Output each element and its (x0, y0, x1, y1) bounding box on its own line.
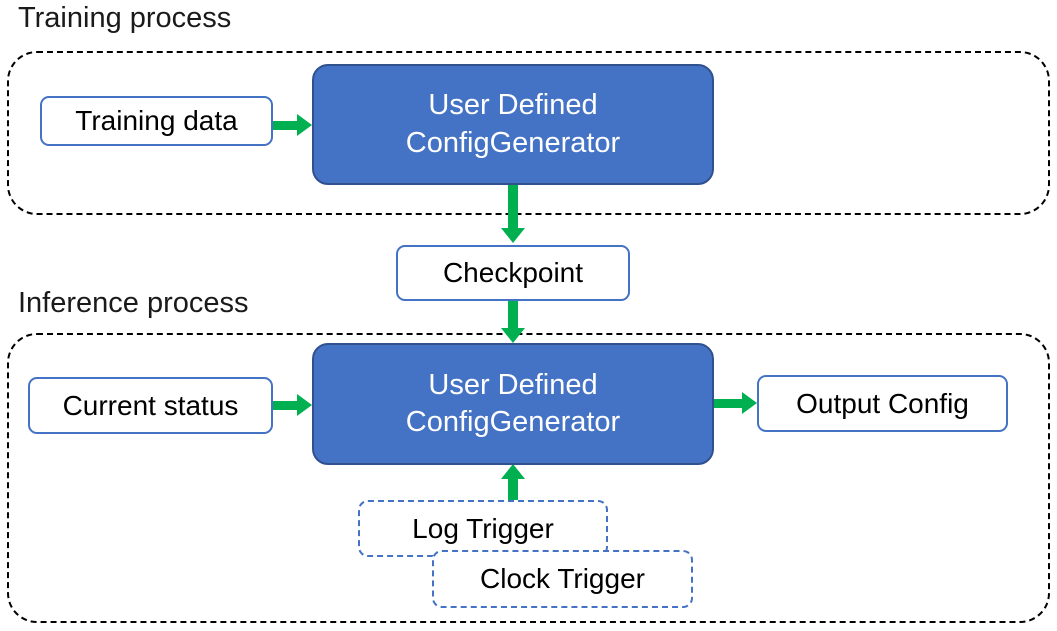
arrow-head (742, 392, 757, 414)
clock-trigger-label: Clock Trigger (480, 563, 645, 594)
training-process-label: Training process (18, 2, 232, 34)
arrow-shaft (273, 400, 297, 410)
arrow-head (501, 228, 525, 243)
arrow-right-icon (273, 114, 312, 136)
arrow-shaft (508, 301, 518, 328)
inference-process-container (7, 333, 1050, 623)
inference-gen-line2: ConfigGenerator (405, 406, 621, 438)
arrow-right-icon (714, 392, 757, 414)
inference-process-label: Inference process (18, 287, 249, 319)
log-trigger-box: Log Trigger (358, 500, 608, 557)
inference-config-generator-node: User Defined ConfigGenerator (312, 343, 714, 465)
arrow-down-icon (501, 301, 525, 343)
arrow-head (297, 114, 312, 136)
training-gen-line2: ConfigGenerator (405, 126, 621, 159)
output-config-box: Output Config (757, 375, 1008, 432)
output-config-label: Output Config (796, 387, 969, 419)
inference-gen-line1: User Defined (428, 368, 598, 401)
training-data-label: Training data (75, 105, 238, 136)
arrow-head (297, 394, 312, 416)
checkpoint-label: Checkpoint (442, 257, 584, 288)
arrow-shaft (508, 479, 518, 500)
training-data-box: Training data (40, 96, 273, 146)
arrow-head (501, 328, 525, 343)
training-config-generator-node: User Defined ConfigGenerator (312, 64, 714, 185)
current-status-box: Current status (28, 377, 273, 434)
checkpoint-box: Checkpoint (396, 245, 630, 301)
training-process-container (7, 51, 1050, 215)
arrow-head (501, 464, 525, 479)
training-gen-line1: User Defined (428, 89, 598, 122)
clock-trigger-box: Clock Trigger (432, 550, 693, 608)
arrow-shaft (714, 398, 742, 408)
arrow-right-icon (273, 394, 312, 416)
arrow-up-icon (501, 464, 525, 500)
arrow-shaft (273, 120, 297, 130)
arrow-down-icon (501, 185, 525, 243)
log-trigger-label: Log Trigger (412, 512, 554, 544)
arrow-shaft (508, 185, 518, 228)
current-status-label: Current status (62, 389, 239, 421)
